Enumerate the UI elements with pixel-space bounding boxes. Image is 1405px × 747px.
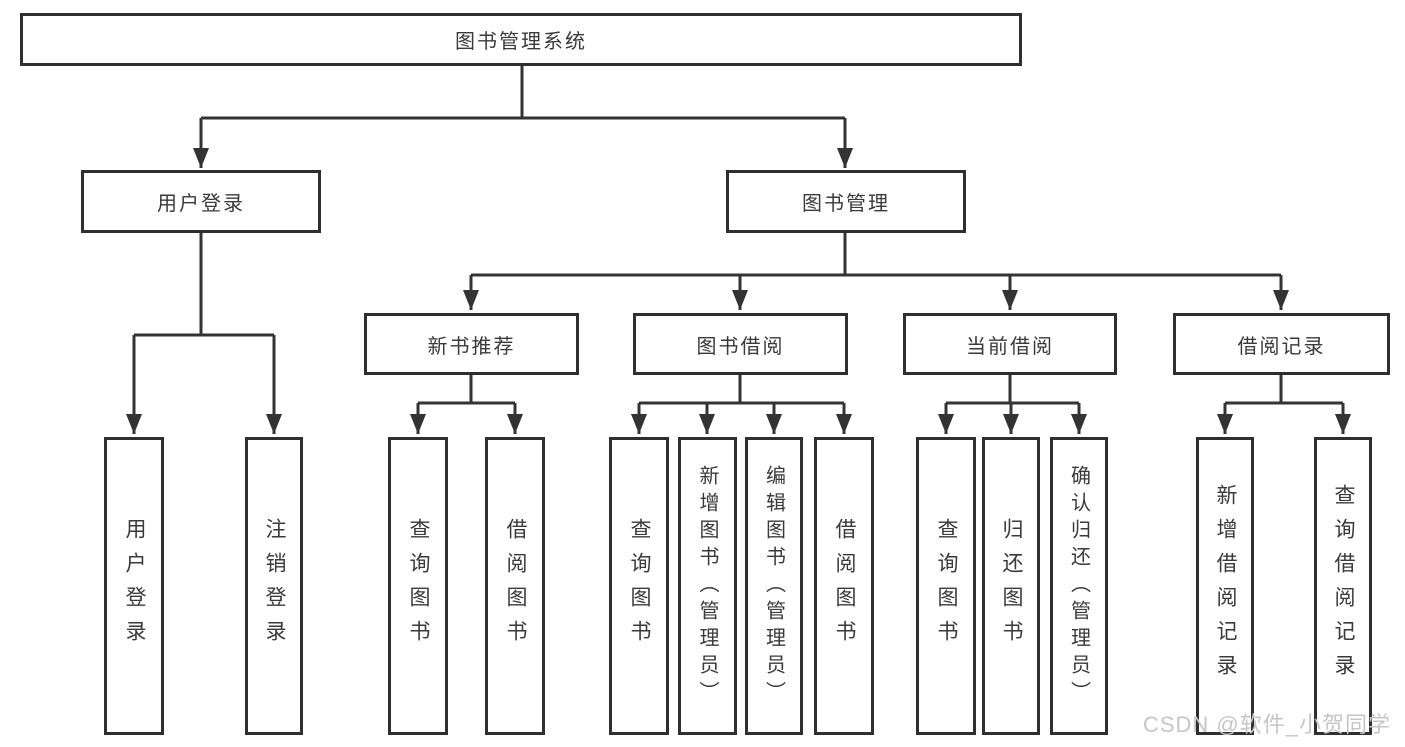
node-label: 图书借阅 (696, 335, 785, 358)
node-library-system: 图书管理系统 (20, 13, 1022, 66)
node-book-management: 图书管理 (726, 170, 966, 233)
leaf-logout: 注销登录 (245, 437, 303, 735)
leaf-borrow-edit-book-admin: 编辑图书（管理员） (745, 437, 803, 735)
csdn-watermark: CSDN @软件_小贺同学 (1142, 712, 1391, 737)
node-label: 借阅记录 (1237, 335, 1326, 358)
leaf-label: 新增图书（管理员） (696, 464, 718, 708)
node-new-book-recommend: 新书推荐 (364, 313, 579, 375)
leaf-label: 用户登录 (123, 518, 146, 654)
node-label: 图书管理 (802, 193, 890, 215)
leaf-label: 新增借阅记录 (1214, 484, 1237, 688)
leaf-records-query-record: 查询借阅记录 (1314, 437, 1372, 735)
leaf-current-query-book: 查询图书 (916, 437, 976, 735)
node-label: 用户登录 (157, 193, 245, 215)
leaf-label: 查询图书 (628, 518, 651, 654)
leaf-label: 借阅图书 (833, 518, 856, 654)
leaf-current-confirm-return-admin: 确认归还（管理员） (1050, 437, 1108, 735)
node-current-borrow: 当前借阅 (903, 313, 1117, 375)
leaf-recommend-borrow-book: 借阅图书 (485, 437, 545, 735)
leaf-records-add-record: 新增借阅记录 (1196, 437, 1254, 735)
node-label: 新书推荐 (427, 335, 516, 358)
node-label: 当前借阅 (966, 335, 1054, 358)
leaf-borrow-add-book-admin: 新增图书（管理员） (678, 437, 737, 735)
leaf-label: 注销登录 (263, 518, 286, 654)
node-user-login-branch: 用户登录 (81, 170, 321, 233)
leaf-label: 借阅图书 (504, 518, 527, 654)
leaf-label: 查询图书 (935, 518, 958, 654)
leaf-label: 确认归还（管理员） (1067, 464, 1090, 708)
leaf-borrow-borrow-book: 借阅图书 (814, 437, 874, 735)
leaf-borrow-query-book: 查询图书 (609, 437, 669, 735)
node-label: 图书管理系统 (455, 31, 587, 53)
leaf-label: 编辑图书（管理员） (762, 464, 785, 708)
connector-group (126, 66, 1351, 434)
node-borrow-records: 借阅记录 (1173, 313, 1390, 375)
leaf-label: 归还图书 (1000, 518, 1023, 654)
leaf-recommend-query-book: 查询图书 (388, 437, 448, 735)
leaf-user-login: 用户登录 (104, 437, 164, 735)
leaf-label: 查询借阅记录 (1332, 484, 1355, 688)
leaf-label: 查询图书 (407, 518, 430, 654)
leaf-current-return-book: 归还图书 (982, 437, 1040, 735)
node-book-borrow: 图书借阅 (633, 313, 848, 375)
